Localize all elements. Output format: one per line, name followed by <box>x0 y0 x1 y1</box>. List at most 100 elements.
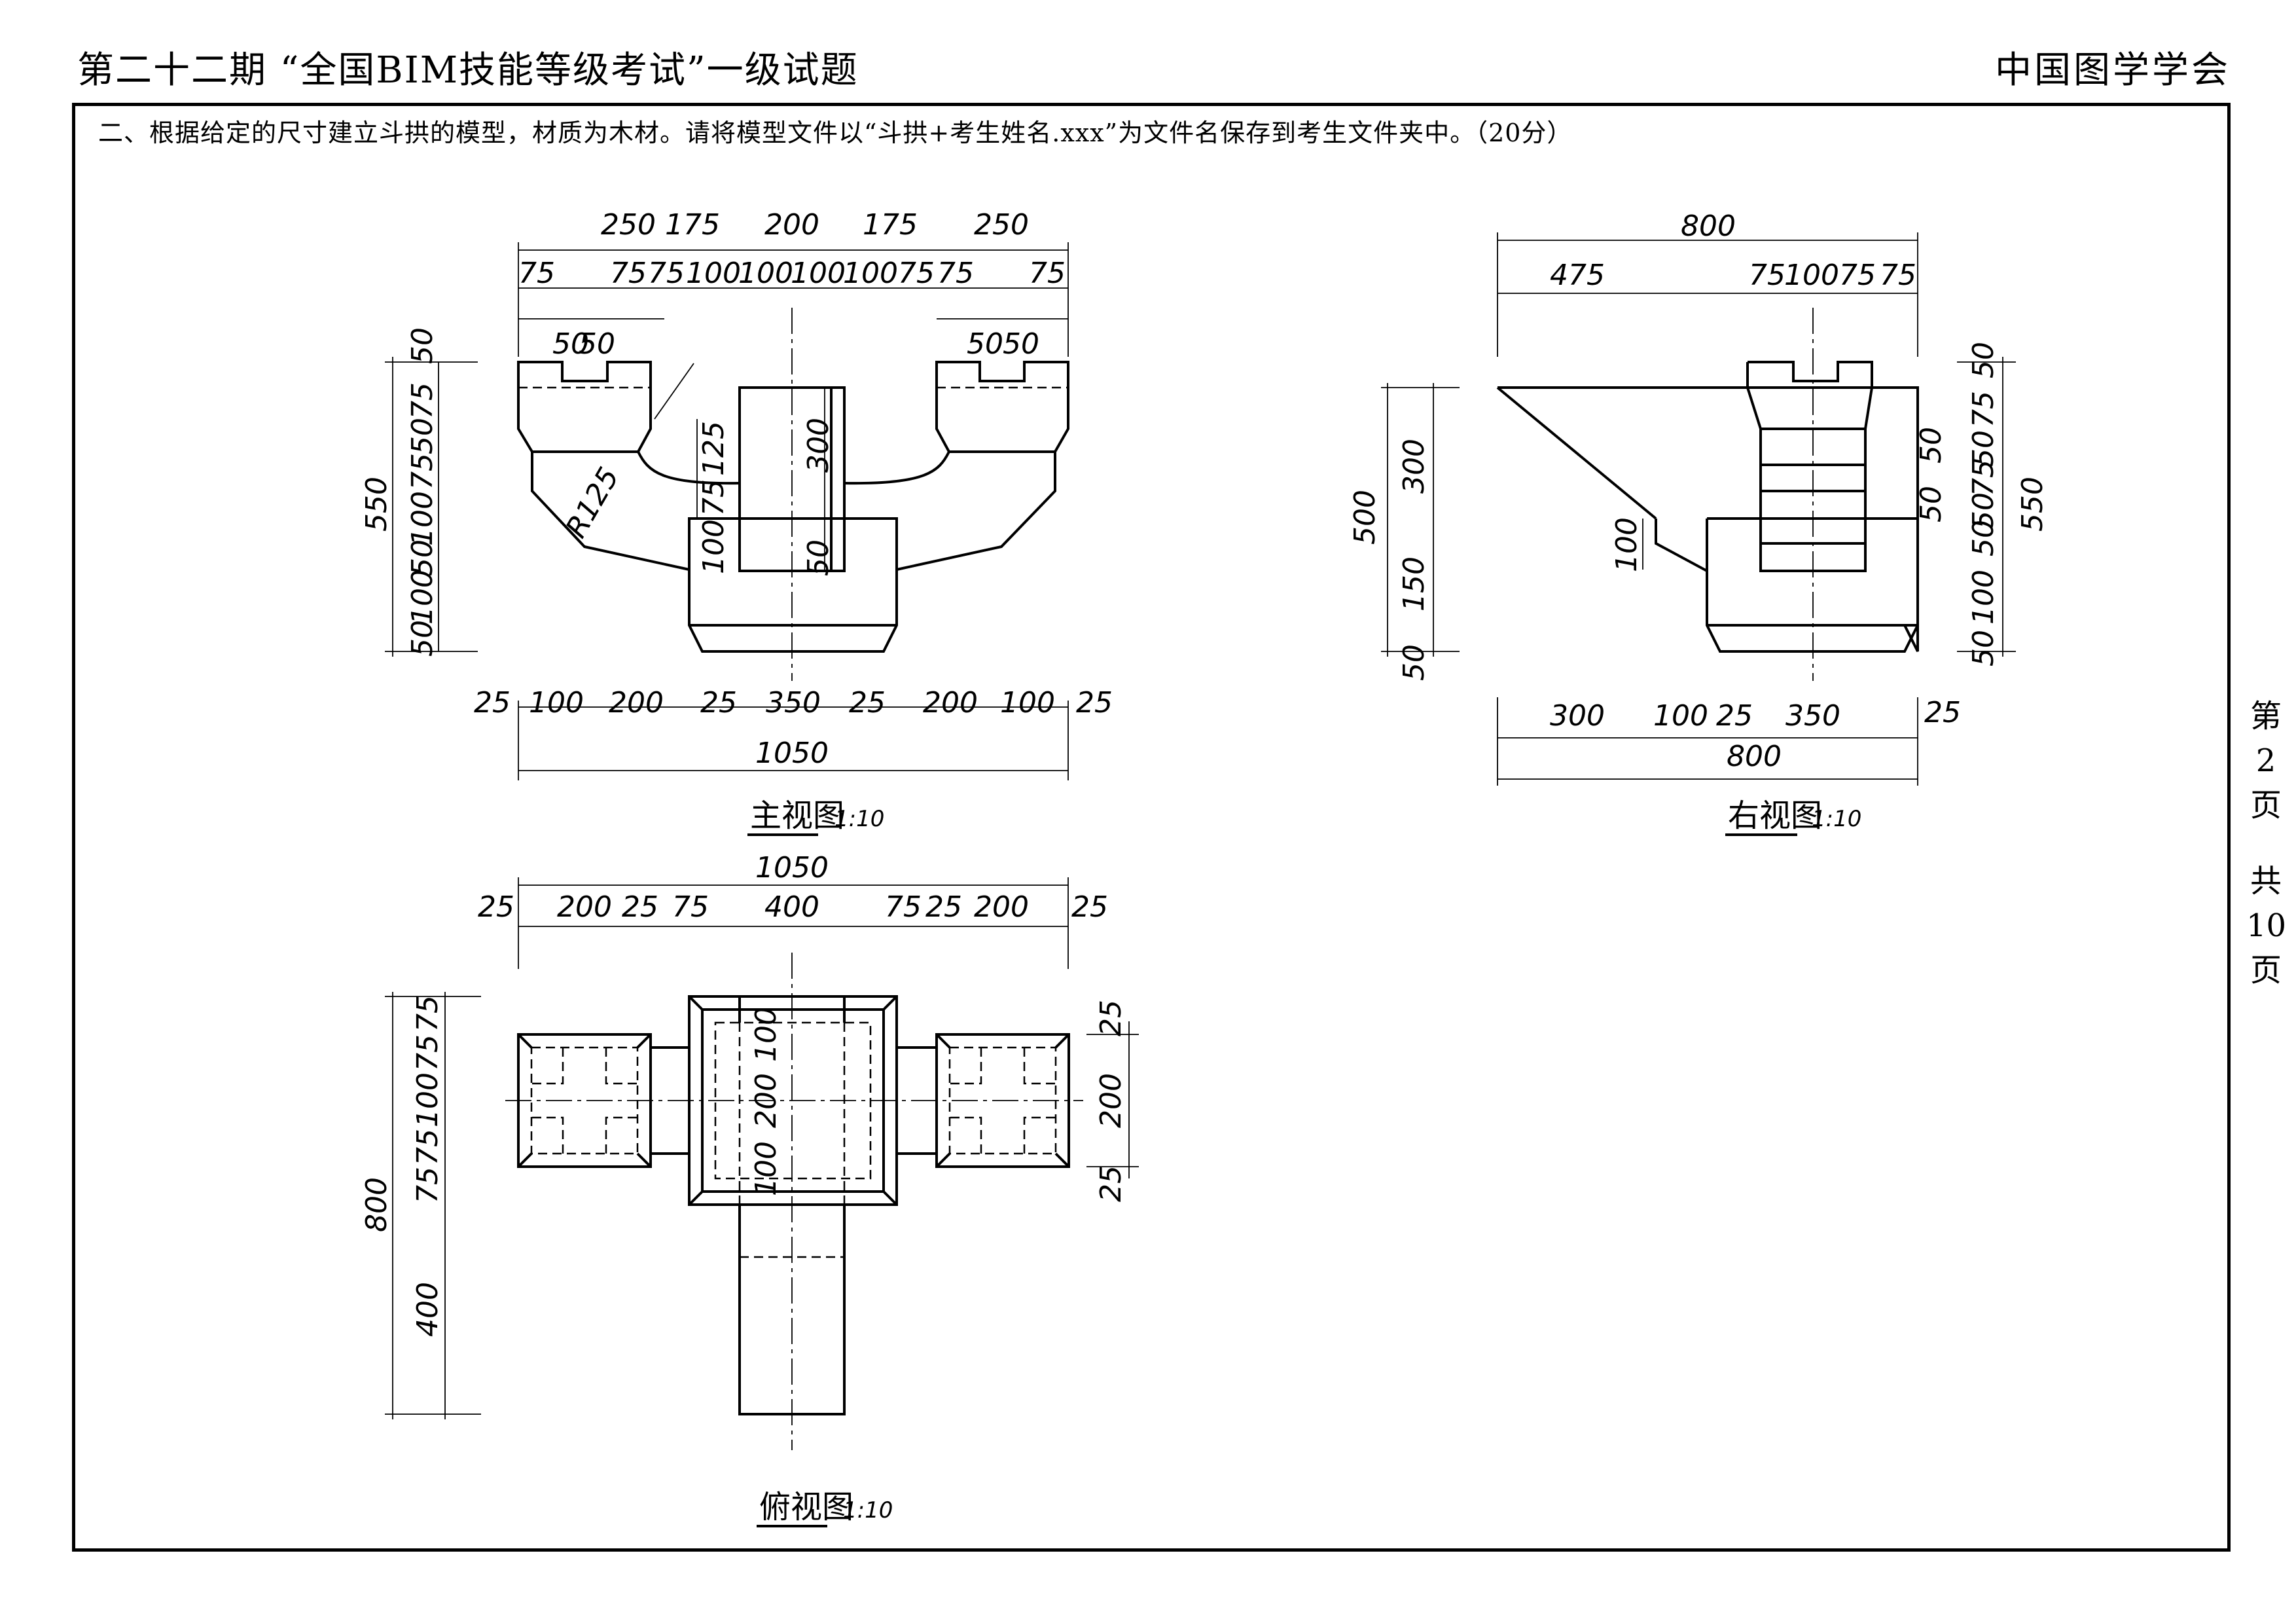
top-top-dim: 25 <box>622 890 658 924</box>
front-view-dimensions: 250 175 200 175 250 75 75 75 100 100 100… <box>360 208 1113 780</box>
top-left-dim: 75 <box>411 1129 444 1165</box>
right-right-dim: 75 <box>1967 391 2000 428</box>
right-view-scale: 1:10 <box>1812 806 1861 832</box>
front-bottom-dim: 100 <box>1000 686 1055 720</box>
front-top-dim2: 75 <box>937 257 974 290</box>
front-center-dim: 50 <box>802 539 835 576</box>
right-top-dim: 75 <box>1880 259 1916 292</box>
organization-name: 中国图学学会 <box>1995 49 2231 92</box>
front-left-dim: 50 <box>406 539 439 576</box>
front-bottom-dim: 25 <box>700 686 737 720</box>
top-view-scale: 1:10 <box>843 1497 893 1523</box>
top-center-dim: 100 <box>749 1141 783 1196</box>
top-left-dim: 100 <box>411 1072 444 1127</box>
right-right-dim: 50 <box>1967 492 2000 529</box>
top-top-dim: 75 <box>885 890 922 924</box>
front-top-dim2: 100 <box>843 257 898 290</box>
top-center-dim: 100 <box>749 1007 783 1062</box>
top-view-dimensions: 1050 25 200 25 75 400 75 25 200 25 800 7… <box>360 851 1139 1419</box>
front-view-scale: 1:10 <box>834 806 884 832</box>
right-left-dim: 150 <box>1397 556 1431 611</box>
front-top-dim2: 75 <box>898 257 935 290</box>
front-top-dim2: 75 <box>610 257 647 290</box>
right-bottom-dim: 300 <box>1550 699 1605 733</box>
top-top-dim: 25 <box>1071 890 1108 924</box>
top-top-dim: 25 <box>925 890 962 924</box>
page-indicator: 第 2 页 共 10 页 <box>2246 694 2286 993</box>
front-left-dim: 50 <box>406 327 439 364</box>
front-top-dim2: 100 <box>686 257 741 290</box>
right-left-total: 500 <box>1348 490 1382 545</box>
top-left-dim: 400 <box>411 1282 444 1337</box>
front-bottom-dim: 25 <box>849 686 886 720</box>
front-top-dim: 175 <box>665 208 720 242</box>
top-center-dim: 200 <box>749 1073 783 1128</box>
top-view-label: 俯视图 1:10 <box>757 1489 893 1527</box>
right-inner-right-dim: 50 <box>1914 486 1948 522</box>
top-view-title: 俯视图 <box>759 1489 853 1525</box>
top-right-dim: 200 <box>1094 1073 1128 1128</box>
right-inner-right-dim: 50 <box>1914 427 1948 464</box>
front-bottom-total: 1050 <box>755 737 829 770</box>
right-top-dim: 75 <box>1839 259 1876 292</box>
top-view: 1050 25 200 25 75 400 75 25 200 25 800 7… <box>360 851 1139 1527</box>
top-left-total: 800 <box>360 1177 393 1232</box>
top-left-dim: 75 <box>411 995 444 1032</box>
right-top-dim: 75 <box>1749 259 1785 292</box>
top-right-dim: 25 <box>1094 1165 1128 1202</box>
right-right-total: 550 <box>2016 477 2049 532</box>
front-inner-dim: 100 <box>697 519 730 574</box>
front-radius-label: R125 <box>560 462 626 543</box>
right-top-dim: 475 <box>1550 259 1605 292</box>
front-top-dim: 250 <box>601 208 656 242</box>
front-left-dim: 75 <box>406 382 439 419</box>
right-bottom-dim: 25 <box>1924 696 1961 729</box>
top-top-dim: 25 <box>478 890 514 924</box>
front-view-outline <box>517 361 1069 653</box>
top-top-dim: 400 <box>764 890 819 924</box>
front-left-dim: 75 <box>406 453 439 490</box>
front-top-dim3: 50 <box>967 327 1003 361</box>
right-top-total: 800 <box>1681 210 1736 243</box>
top-left-dim: 75 <box>411 1034 444 1071</box>
front-top-dim2: 75 <box>518 257 555 290</box>
front-inner-dim: 75 <box>697 479 730 516</box>
right-right-dim: 50 <box>1967 342 2000 378</box>
right-top-dim: 100 <box>1784 259 1839 292</box>
right-view-label: 右视图 1:10 <box>1725 797 1861 836</box>
front-top-dim: 250 <box>974 208 1029 242</box>
right-inner-dim: 100 <box>1610 517 1643 572</box>
right-right-dim: 50 <box>1967 430 2000 467</box>
front-top-dim2: 100 <box>738 257 793 290</box>
front-view-label: 主视图 1:10 <box>747 797 884 836</box>
drawing-frame <box>72 103 2231 1552</box>
top-view-centerlines <box>505 953 1083 1450</box>
front-bottom-dim: 25 <box>1076 686 1113 720</box>
front-top-dim3: 50 <box>579 327 615 361</box>
front-bottom-dim: 350 <box>766 686 821 720</box>
front-center-dim: 300 <box>802 418 835 473</box>
right-bottom-total: 800 <box>1727 740 1782 773</box>
front-left-total: 550 <box>360 477 393 532</box>
front-left-dim: 100 <box>406 570 439 625</box>
front-inner-dim: 125 <box>697 421 730 476</box>
front-left-dim: 100 <box>406 491 439 546</box>
page-total: 10 <box>2246 907 2287 944</box>
right-right-dim: 50 <box>1967 630 2000 666</box>
front-top-dim: 175 <box>863 208 918 242</box>
front-left-dim: 50 <box>406 620 439 657</box>
front-top-dim: 200 <box>764 208 819 242</box>
right-view-dimensions: 800 475 75 100 75 75 500 300 150 50 100 … <box>1348 210 2049 786</box>
right-left-dim: 50 <box>1397 644 1431 681</box>
top-top-dim: 75 <box>672 890 709 924</box>
front-bottom-dim: 100 <box>529 686 584 720</box>
page-char: 页 <box>2250 952 2282 989</box>
page-char: 第 <box>2250 698 2282 735</box>
front-view-title: 主视图 <box>750 797 844 834</box>
front-bottom-dim: 200 <box>923 686 978 720</box>
right-right-dim: 100 <box>1967 570 2000 625</box>
right-bottom-dim: 100 <box>1653 699 1708 733</box>
front-top-dim2: 75 <box>1029 257 1066 290</box>
right-right-dim: 75 <box>1967 460 2000 496</box>
